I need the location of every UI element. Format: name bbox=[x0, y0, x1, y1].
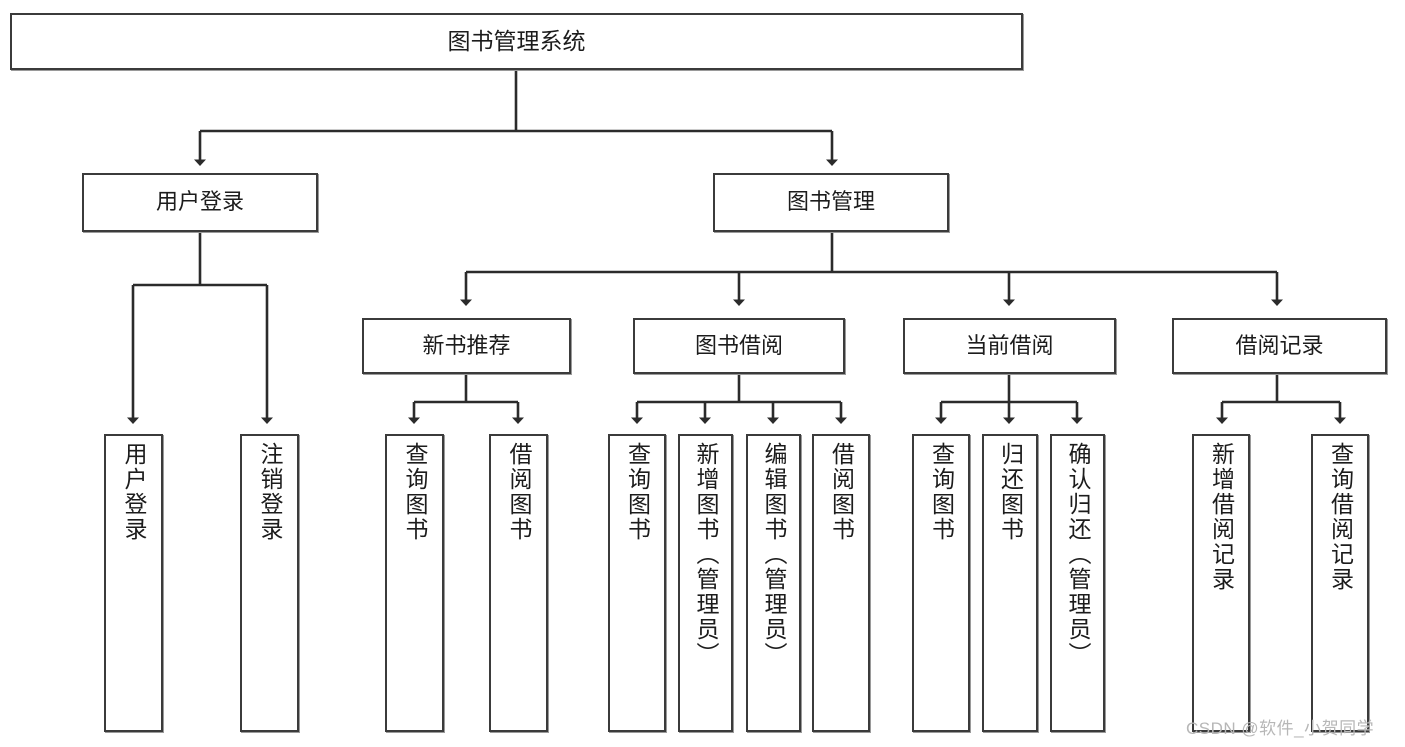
node-leaf-borrow-book-1[interactable]: 借阅图书 bbox=[489, 434, 548, 732]
node-borrow-record[interactable]: 借阅记录 bbox=[1172, 318, 1387, 374]
node-leaf-borrow-book-1-label: 借阅图书 bbox=[506, 442, 532, 542]
node-leaf-add-book[interactable]: 新增图书（管理员） bbox=[678, 434, 733, 732]
node-leaf-return-book-label: 归还图书 bbox=[997, 442, 1024, 542]
node-book-borrow[interactable]: 图书借阅 bbox=[633, 318, 845, 374]
node-book-manage[interactable]: 图书管理 bbox=[713, 173, 949, 232]
node-current-borrow[interactable]: 当前借阅 bbox=[903, 318, 1116, 374]
node-leaf-add-record-label: 新增借阅记录 bbox=[1208, 442, 1235, 592]
node-leaf-confirm-return-label: 确认归还（管理员） bbox=[1065, 442, 1091, 667]
node-leaf-query-record-label: 查询借阅记录 bbox=[1327, 442, 1354, 592]
node-leaf-borrow-book-2[interactable]: 借阅图书 bbox=[812, 434, 870, 732]
node-current-borrow-label: 当前借阅 bbox=[965, 332, 1054, 358]
node-leaf-confirm-return[interactable]: 确认归还（管理员） bbox=[1050, 434, 1105, 732]
node-borrow-record-label: 借阅记录 bbox=[1235, 332, 1324, 358]
node-leaf-query-record[interactable]: 查询借阅记录 bbox=[1311, 434, 1369, 732]
node-leaf-edit-book-label: 编辑图书（管理员） bbox=[761, 442, 787, 667]
node-leaf-logout-label: 注销登录 bbox=[257, 442, 283, 542]
csdn-watermark: CSDN @软件_小贺同学 bbox=[1186, 719, 1375, 738]
node-new-book-rec-label: 新书推荐 bbox=[422, 332, 511, 358]
node-leaf-query-book-1-label: 查询图书 bbox=[402, 442, 428, 542]
node-leaf-add-book-label: 新增图书（管理员） bbox=[693, 442, 719, 667]
node-user-login-label: 用户登录 bbox=[155, 189, 244, 215]
node-book-manage-label: 图书管理 bbox=[786, 189, 875, 215]
node-leaf-query-book-3-label: 查询图书 bbox=[928, 442, 955, 542]
node-leaf-edit-book[interactable]: 编辑图书（管理员） bbox=[746, 434, 801, 732]
node-leaf-user-login[interactable]: 用户登录 bbox=[104, 434, 163, 732]
node-leaf-user-login-label: 用户登录 bbox=[121, 442, 147, 542]
node-leaf-query-book-2-label: 查询图书 bbox=[624, 442, 651, 542]
node-root[interactable]: 图书管理系统 bbox=[10, 13, 1023, 70]
node-leaf-query-book-2[interactable]: 查询图书 bbox=[608, 434, 666, 732]
node-book-borrow-label: 图书借阅 bbox=[694, 332, 783, 358]
node-user-login[interactable]: 用户登录 bbox=[82, 173, 318, 232]
node-leaf-borrow-book-2-label: 借阅图书 bbox=[828, 442, 855, 542]
node-leaf-add-record[interactable]: 新增借阅记录 bbox=[1192, 434, 1250, 732]
node-new-book-rec[interactable]: 新书推荐 bbox=[362, 318, 571, 374]
node-leaf-query-book-3[interactable]: 查询图书 bbox=[912, 434, 970, 732]
node-leaf-query-book-1[interactable]: 查询图书 bbox=[385, 434, 444, 732]
node-leaf-logout[interactable]: 注销登录 bbox=[240, 434, 299, 732]
node-root-label: 图书管理系统 bbox=[447, 27, 586, 54]
node-leaf-return-book[interactable]: 归还图书 bbox=[982, 434, 1038, 732]
